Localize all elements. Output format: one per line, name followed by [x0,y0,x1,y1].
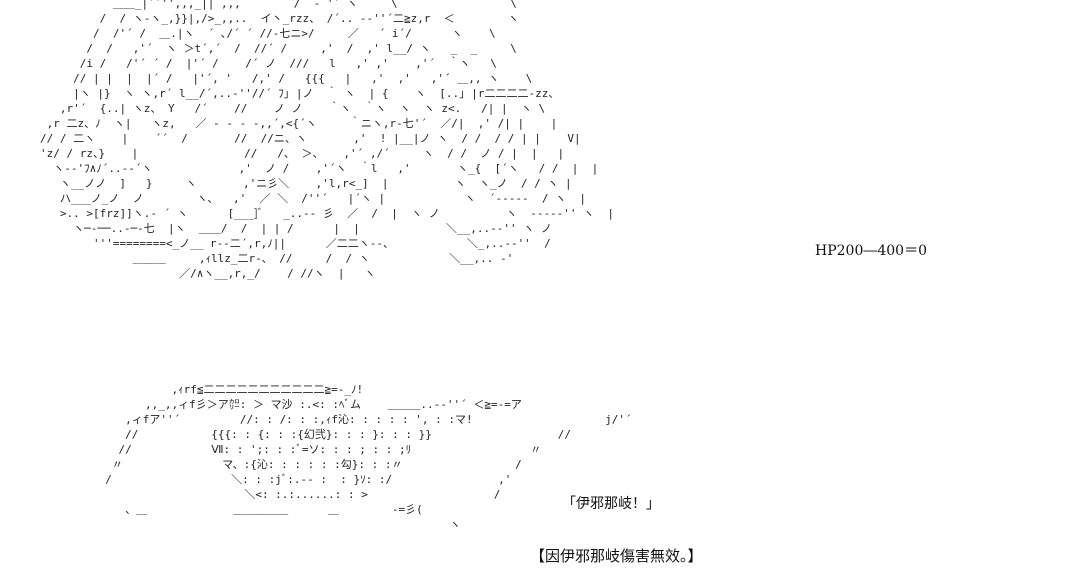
ascii-art-sharingan-eye: ,ｨrf≦二二二二二二二二二二二≧=-_ﾉ! ,,_,,ィf彡＞ア㌍: ＞ マ沙… [105,383,632,531]
ascii-art-izanagi-figure: ＿＿_|`´'',,,_|| ,,, / ‐ '´ ヽ \ \ / / ヽ‐ヽ_… [40,0,615,280]
speech-line: 「伊邪那岐！」 [562,496,660,512]
hp-calculation-text: HP200―400＝0 [815,243,927,259]
status-caption: 【因伊邪那岐傷害無效。】 [530,547,703,565]
